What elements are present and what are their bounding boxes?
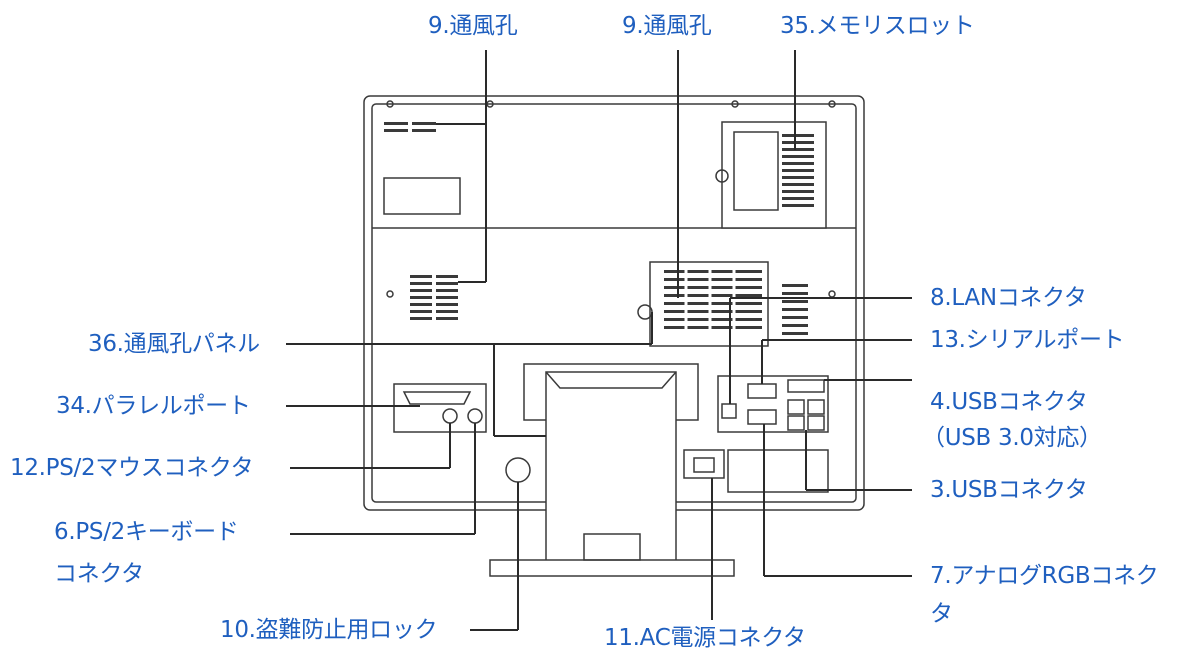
label-parallel-port: 34.パラレルポート <box>56 393 251 419</box>
vent-panel-center <box>637 261 808 347</box>
label-usb3-connector: 4.USBコネクタ <box>930 389 1088 415</box>
label-ps2-mouse: 12.PS/2マウスコネクタ <box>10 455 254 481</box>
leader-lines <box>286 50 912 631</box>
left-io-block <box>393 383 487 433</box>
label-analog-rgb: 7.アナログRGBコネク <box>930 563 1159 589</box>
label-ac-connector: 11.AC電源コネクタ <box>604 625 806 651</box>
label-usb-connector: 3.USBコネクタ <box>930 477 1088 503</box>
label-vent-center: 9.通風孔 <box>622 13 712 39</box>
right-io-block <box>683 375 829 493</box>
vent-top-left <box>384 122 436 132</box>
label-serial-port: 13.シリアルポート <box>930 327 1125 353</box>
memory-slot-cover <box>715 121 827 229</box>
stand <box>489 363 735 577</box>
label-lan-connector: 8.LANコネクタ <box>930 285 1087 311</box>
label-memory-slot: 35.メモリスロット <box>780 13 975 39</box>
label-usb3-note: （USB 3.0対応） <box>922 425 1102 451</box>
vent-left-grille <box>410 275 458 320</box>
label-analog-rgb-2: タ <box>930 601 953 627</box>
label-ps2-keyboard-2: コネクタ <box>54 561 144 587</box>
label-ps2-keyboard: 6.PS/2キーボード <box>54 519 239 545</box>
label-vent-left: 9.通風孔 <box>428 13 518 39</box>
label-vent-panel: 36.通風孔パネル <box>88 331 260 357</box>
label-security-lock: 10.盗難防止用ロック <box>220 617 438 643</box>
